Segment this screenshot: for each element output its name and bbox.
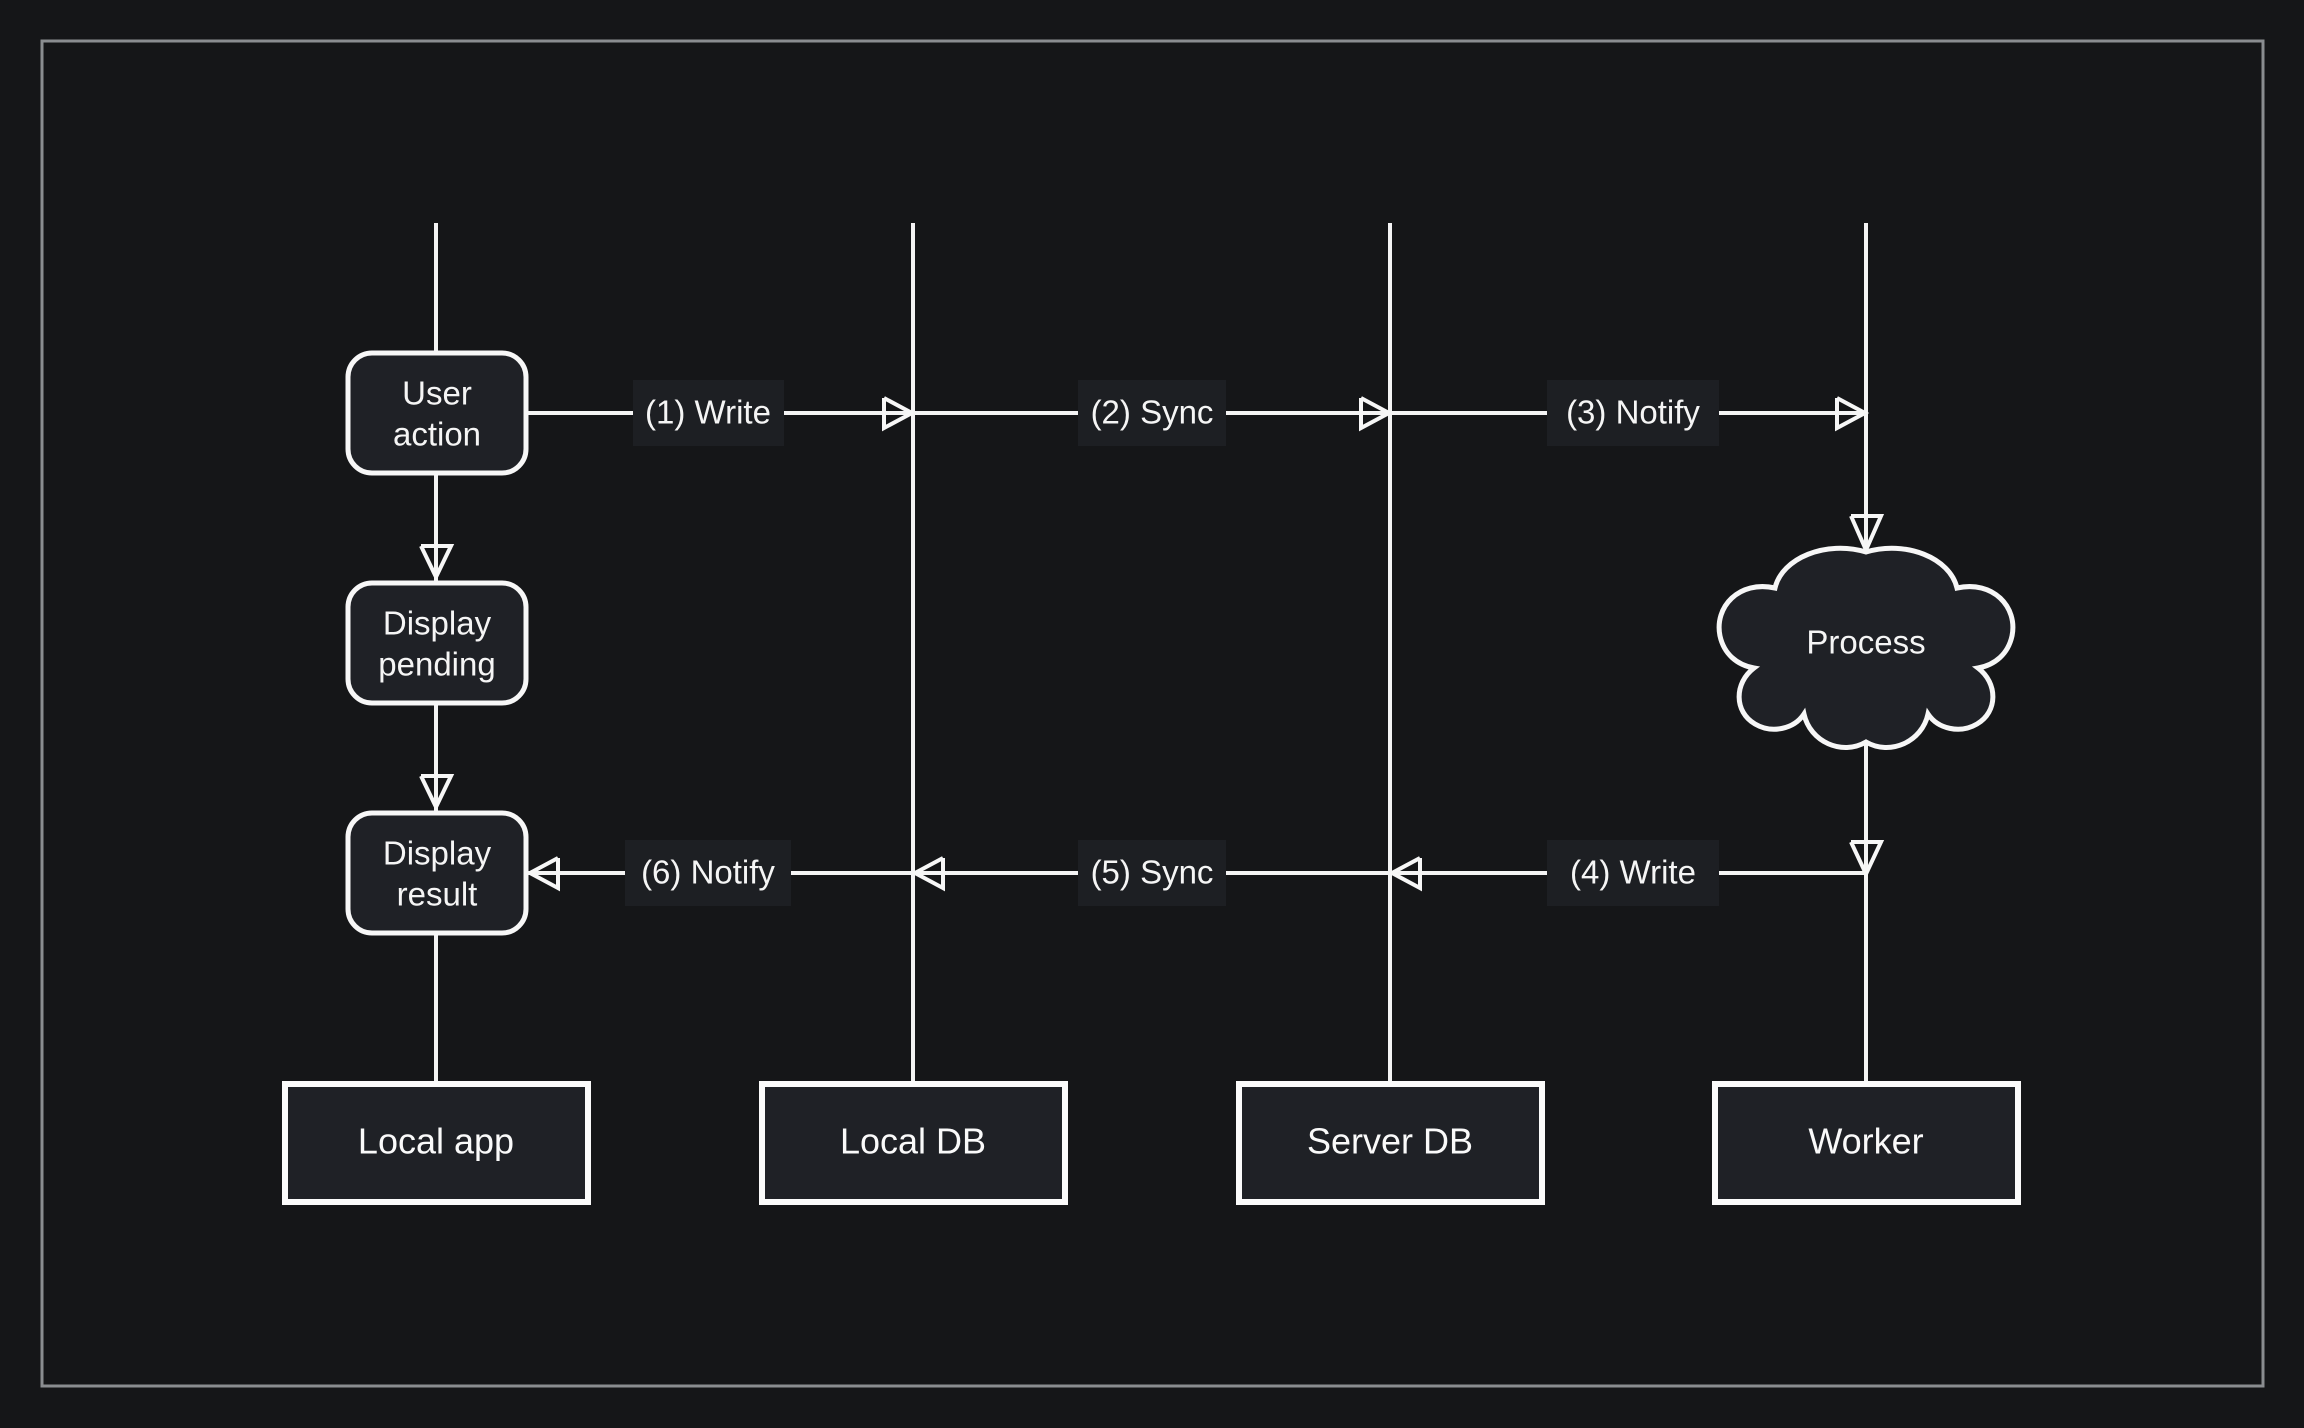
node-process-label: Process (1806, 624, 1925, 661)
vedge-user-action-to-display-pending-arrowhead (419, 544, 455, 582)
actor-box-local-app-label: Local app (358, 1121, 514, 1162)
edge-5-label-text: (5) Sync (1091, 854, 1214, 891)
vertical-edges-worker (1849, 413, 1885, 879)
actor-box-worker-label: Worker (1808, 1121, 1923, 1162)
edge-5-arrowhead (910, 856, 945, 892)
edge-6-label-bg (625, 840, 791, 906)
edge-4-label: (4) Write (1547, 840, 1719, 906)
lifelines (434, 223, 1868, 1085)
edge-4-label-text: (4) Write (1570, 854, 1696, 891)
edge-6-arrowhead (525, 856, 560, 892)
edge-1-arrowhead (882, 396, 917, 432)
edge-2-arrowhead (1359, 396, 1394, 432)
node-process[interactable]: Process (1716, 545, 2016, 750)
edge-3-label-bg (1547, 380, 1719, 446)
edge-1-label: (1) Write (633, 380, 784, 446)
node-display-pending-shape[interactable] (345, 580, 529, 706)
node-display-pending[interactable]: Display pending (345, 580, 529, 706)
node-display-result[interactable]: Display result (345, 810, 529, 936)
edge-5-label: (5) Sync (1078, 840, 1226, 906)
node-user-action[interactable]: User action (345, 350, 529, 476)
edge-4-label-bg (1547, 840, 1719, 906)
edge-3-arrowhead (1835, 396, 1870, 432)
edge-4-arrowhead (1387, 856, 1422, 892)
vedge-process-to-write-arrowhead (1849, 840, 1885, 879)
edge-6-label: (6) Notify (625, 840, 791, 906)
node-display-result-label-line1: Display (383, 835, 492, 872)
edge-2-label-bg (1078, 380, 1226, 446)
actor-box-local-db[interactable]: Local DB (759, 1081, 1068, 1205)
vertical-edges-left (419, 475, 455, 812)
edge-5-label-bg (1078, 840, 1226, 906)
node-display-result-shape[interactable] (345, 810, 529, 936)
node-user-action-shape[interactable] (345, 350, 529, 476)
node-user-action-label-line2: action (393, 416, 481, 453)
actor-box-server-db-label: Server DB (1307, 1121, 1473, 1162)
node-display-result-label-line2: result (397, 876, 478, 913)
node-process-shape[interactable] (1716, 545, 2016, 750)
vedge-display-pending-to-display-result-arrowhead (419, 774, 455, 812)
node-user-action-label-line1: User (402, 375, 472, 412)
edge-1-label-bg (633, 380, 784, 446)
edge-3-label: (3) Notify (1547, 380, 1719, 446)
node-display-pending-label-line1: Display (383, 605, 492, 642)
actor-box-server-db-shape[interactable] (1236, 1081, 1545, 1205)
actor-box-local-app[interactable]: Local app (282, 1081, 591, 1205)
vedge-worker-to-process-arrowhead (1849, 514, 1885, 555)
edge-3-label-text: (3) Notify (1566, 394, 1700, 431)
actor-box-local-db-shape[interactable] (759, 1081, 1068, 1205)
actor-box-worker-shape[interactable] (1712, 1081, 2021, 1205)
actor-box-worker[interactable]: Worker (1712, 1081, 2021, 1205)
actor-box-local-app-shape[interactable] (282, 1081, 591, 1205)
edge-2-label: (2) Sync (1078, 380, 1226, 446)
edge-2-label-text: (2) Sync (1091, 394, 1214, 431)
edge-6-label-text: (6) Notify (641, 854, 775, 891)
actor-box-server-db[interactable]: Server DB (1236, 1081, 1545, 1205)
node-display-pending-label-line2: pending (378, 646, 495, 683)
diagram-frame (40, 39, 2265, 1388)
actor-box-local-db-label: Local DB (840, 1121, 986, 1162)
edge-1-label-text: (1) Write (645, 394, 771, 431)
